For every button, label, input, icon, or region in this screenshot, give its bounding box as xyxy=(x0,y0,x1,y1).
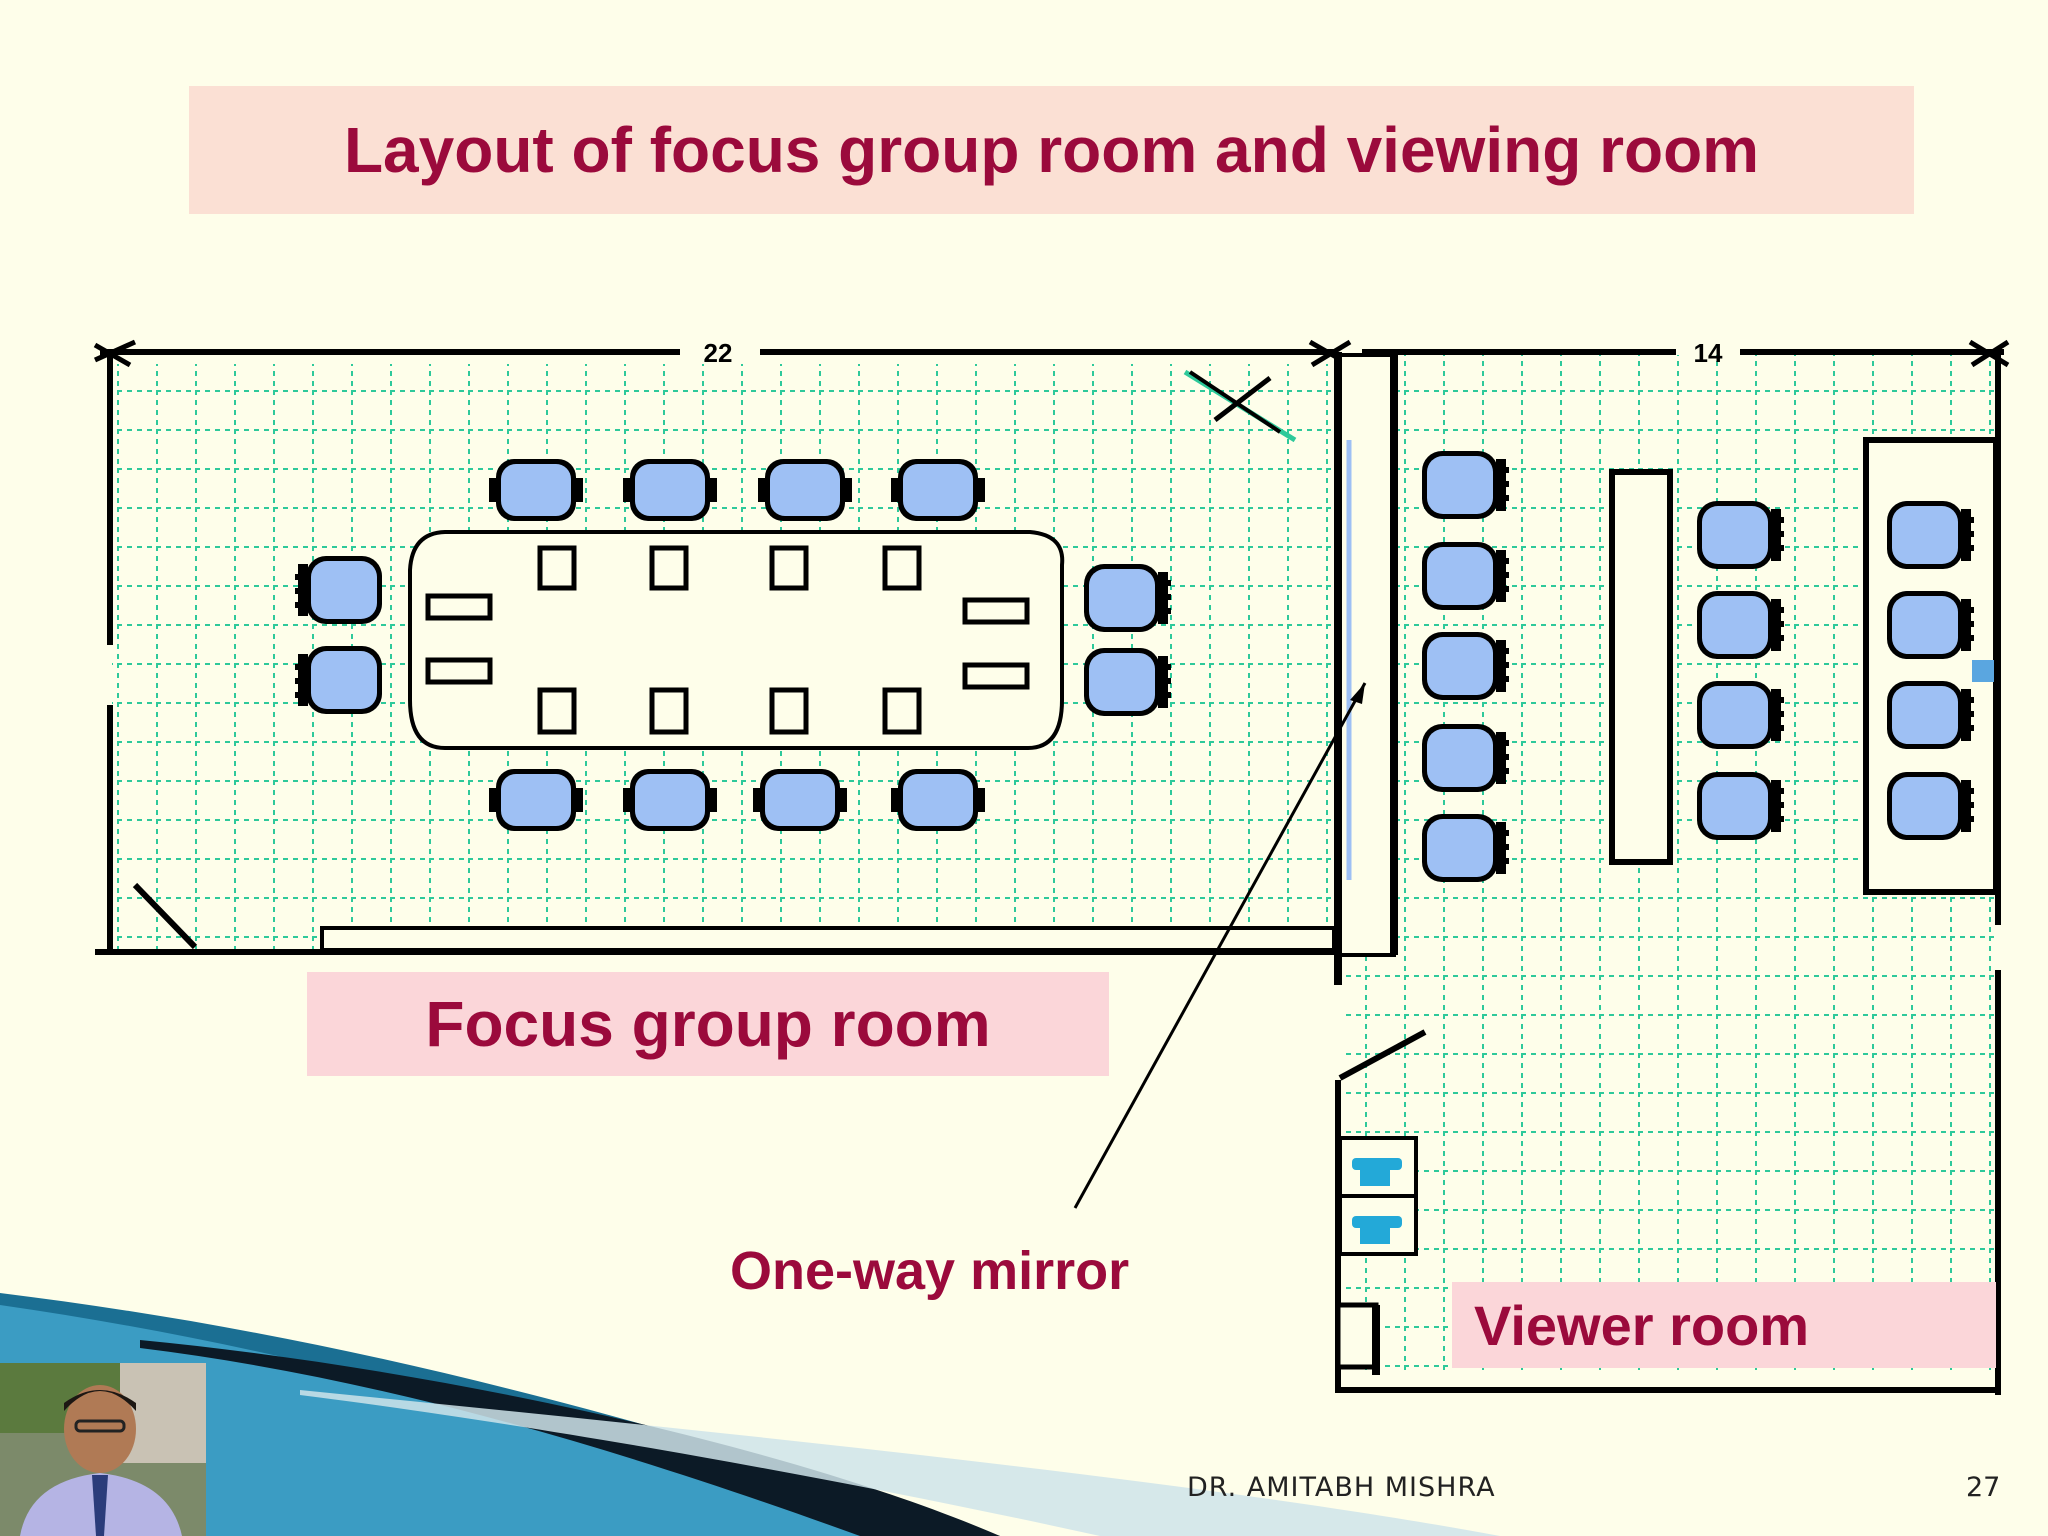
chair-icon xyxy=(489,769,583,831)
chair-icon xyxy=(489,459,583,521)
page-number: 27 xyxy=(1966,1472,2001,1503)
mirror-pointer-line xyxy=(1073,682,1367,1209)
camera-icon xyxy=(1183,369,1297,443)
phone-icon xyxy=(1352,1158,1402,1186)
slide-title: Layout of focus group room and viewing r… xyxy=(343,114,1760,186)
slide-title-box: Layout of focus group room and viewing r… xyxy=(189,86,1914,214)
dimension-left: 22 xyxy=(704,338,733,368)
dimension-right: 14 xyxy=(1694,338,1723,368)
door-icon xyxy=(1338,1029,1427,1081)
phone-icon xyxy=(1352,1216,1402,1244)
focus-room-label: Focus group room xyxy=(307,972,1109,1076)
chair-icon xyxy=(623,769,717,831)
door-icon xyxy=(132,882,198,950)
chair-icon xyxy=(623,459,717,521)
chair-icon xyxy=(891,459,985,521)
viewer-room-label: Viewer room xyxy=(1452,1282,1996,1368)
footer-author: DR. AMITABH MISHRA xyxy=(1187,1472,1496,1503)
one-way-mirror-wall xyxy=(1334,352,1398,985)
avatar xyxy=(0,1363,206,1536)
slide-decoration xyxy=(0,1293,1500,1536)
conference-table xyxy=(408,530,1065,750)
chair-icon xyxy=(891,769,985,831)
chair-icon xyxy=(758,459,852,521)
focus-room-walls xyxy=(95,352,1338,955)
chair-icon xyxy=(753,769,847,831)
mirror-label: One-way mirror xyxy=(730,1241,1130,1301)
